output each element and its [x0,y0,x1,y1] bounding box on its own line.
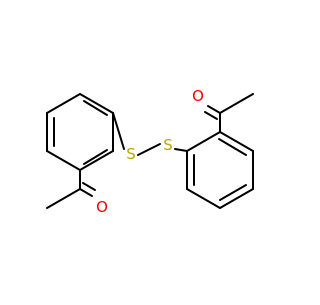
aromatic-bond-inner [83,100,108,116]
carbonyl-bond [207,105,221,114]
bond [219,188,254,209]
bond [79,93,114,114]
aromatic-bond-inner [83,149,108,165]
sulfur-atom-label: S [163,136,173,154]
molecule-drawing: S S O O [46,87,254,216]
structure-canvas: S S O O [46,87,254,216]
bond [79,150,114,171]
bond-lines [46,93,254,209]
aromatic-bond-inner [219,184,247,201]
oxygen-atom-label: O [192,87,204,105]
carbonyl-bond [79,188,93,197]
carbonyl-bond [204,111,218,120]
bond [46,188,81,209]
bond [112,112,125,150]
aromatic-bond-inner [218,138,247,156]
bond [219,93,254,114]
bond [219,131,254,152]
bond [186,131,221,152]
sulfur-atom-label: S [126,145,136,163]
carbonyl-bond [82,182,96,191]
bond [46,93,81,114]
bond [46,150,81,171]
oxygen-atom-label: O [96,198,108,216]
bond [186,188,221,209]
disulfide-bond [137,143,161,156]
bond [174,148,188,152]
